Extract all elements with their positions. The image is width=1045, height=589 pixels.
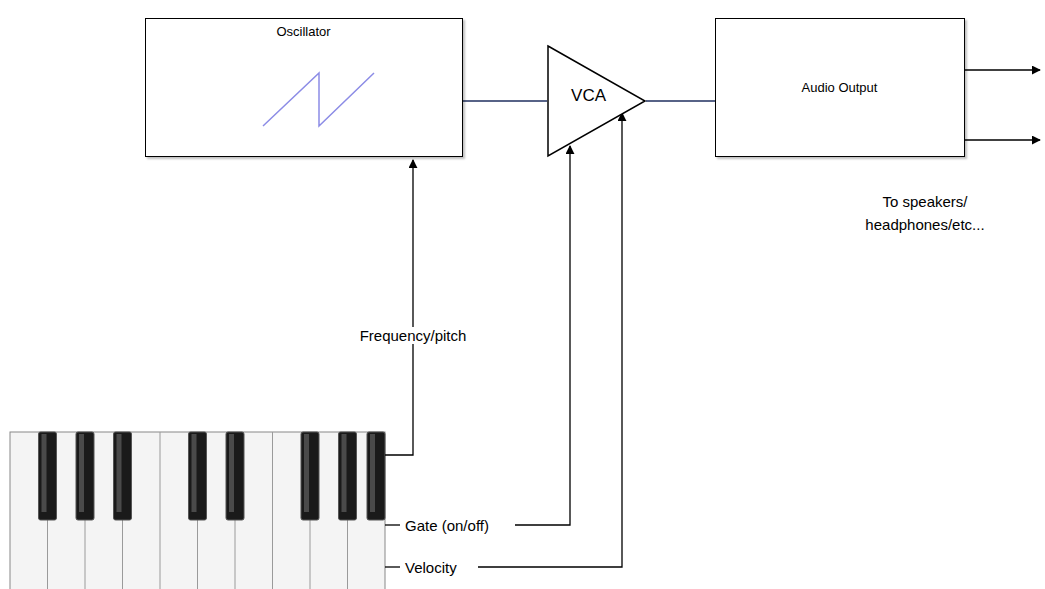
white-key-edge [272, 432, 273, 589]
node-title: Oscillator [276, 24, 330, 39]
black-key [367, 432, 385, 520]
black-key [39, 432, 57, 520]
gate-tick [385, 524, 400, 525]
black-key-shine [42, 434, 47, 512]
black-key-shine [342, 434, 347, 512]
black-key [339, 432, 357, 520]
node-title: Audio Output [802, 80, 878, 95]
output-arrow [965, 139, 1040, 140]
black-key [114, 432, 132, 520]
output-box: Audio Output [715, 18, 965, 157]
black-key-shine [192, 434, 197, 512]
black-key-shine [370, 434, 375, 512]
signal-connector [463, 100, 547, 101]
black-key-shine [79, 434, 84, 512]
white-key-edge [160, 432, 161, 589]
velocity-tick [385, 566, 400, 567]
signal-label: Frequency/pitch [358, 327, 469, 344]
signal-label: Gate (on/off) [403, 517, 491, 534]
output-note: To speakers/ headphones/etc... [848, 190, 1002, 236]
vca-triangle: VCA [547, 45, 646, 157]
signal-label: Velocity [403, 559, 459, 576]
pitch-wire [385, 160, 413, 455]
signal-connector [646, 100, 715, 101]
keyboard-body [10, 432, 385, 589]
black-key-shine [117, 434, 122, 512]
black-key [301, 432, 319, 520]
black-key [189, 432, 207, 520]
gate-wire [515, 146, 570, 525]
output-arrow [965, 69, 1040, 70]
velocity-wire [478, 113, 622, 567]
oscillator-box: Oscillator [145, 18, 463, 157]
black-key [226, 432, 244, 520]
black-key-shine [304, 434, 309, 512]
black-key [76, 432, 94, 520]
node-title: VCA [571, 86, 606, 106]
sawtooth-wave [146, 19, 464, 158]
black-key-shine [229, 434, 234, 512]
keyboard [10, 432, 385, 589]
